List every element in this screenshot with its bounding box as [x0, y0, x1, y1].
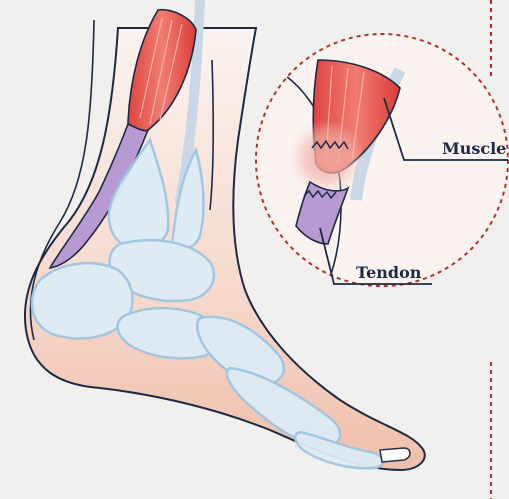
tendon-label: Tendon: [356, 263, 422, 282]
zoom-circle: [250, 34, 508, 300]
injury-glow: [288, 120, 364, 196]
muscle-label: Muscle: [442, 139, 506, 158]
